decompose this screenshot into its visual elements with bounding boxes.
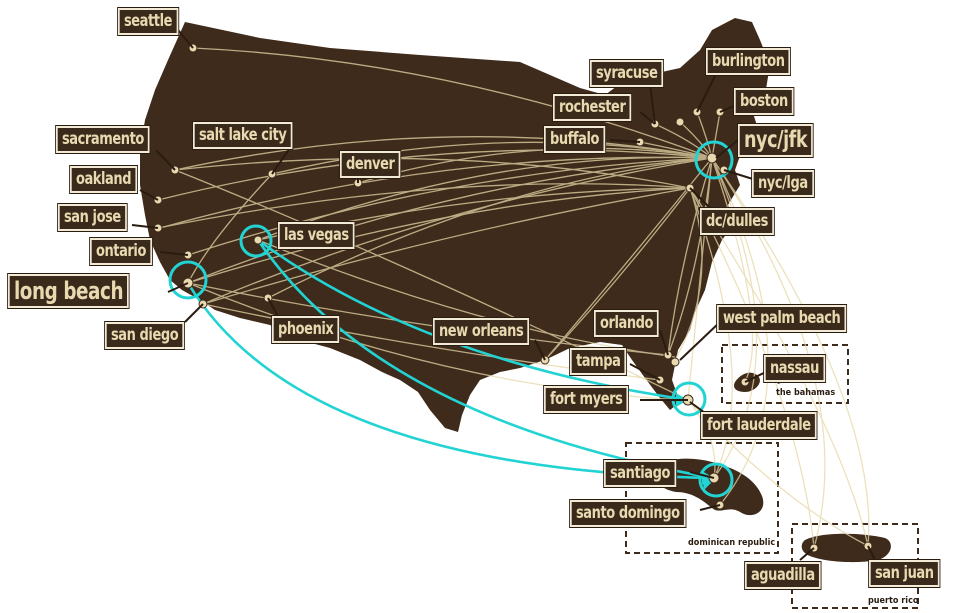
region-label-dominican-republic: dominican republic — [688, 538, 776, 548]
city-label-new-orleans: new orleans — [433, 318, 530, 345]
city-label-salt-lake-city: salt lake city — [193, 122, 293, 149]
city-label-nyc-jfk: nyc/jfk — [738, 124, 814, 157]
region-label-puerto-rico: puerto rico — [868, 596, 919, 606]
dominican-republic-box — [625, 442, 779, 554]
city-label-syracuse: syracuse — [590, 60, 664, 87]
region-label-bahamas: the bahamas — [776, 388, 836, 398]
bahamas-box — [721, 344, 849, 404]
city-label-burlington: burlington — [706, 48, 791, 75]
city-label-phoenix: phoenix — [272, 316, 340, 343]
city-label-nyc-lga: nyc/lga — [752, 170, 814, 197]
city-label-orlando: orlando — [594, 310, 659, 337]
city-label-san-diego: san diego — [105, 322, 185, 349]
city-label-fort-lauderdale: fort lauderdale — [701, 412, 817, 439]
city-label-tampa: tampa — [570, 348, 627, 375]
us-landmass — [140, 18, 770, 432]
puerto-rico-box — [791, 523, 919, 609]
city-label-san-jose: san jose — [58, 204, 127, 231]
city-label-dc-dulles: dc/dulles — [700, 208, 774, 235]
city-label-buffalo: buffalo — [544, 126, 605, 153]
city-label-santo-domingo: santo domingo — [570, 500, 686, 527]
city-label-nassau: nassau — [764, 355, 825, 382]
city-label-aguadilla: aguadilla — [745, 562, 821, 589]
city-label-las-vegas: las vegas — [278, 222, 355, 249]
city-label-seattle: seattle — [118, 8, 178, 35]
city-label-west-palm-beach: west palm beach — [717, 305, 847, 332]
route-las-vegas-santiago — [256, 239, 715, 480]
leader-lines — [131, 29, 876, 561]
city-label-san-juan: san juan — [869, 560, 940, 587]
city-label-fort-myers: fort myers — [544, 386, 629, 413]
city-label-denver: denver — [340, 151, 401, 178]
city-label-boston: boston — [734, 88, 794, 115]
city-label-oakland: oakland — [70, 166, 138, 193]
city-label-rochester: rochester — [553, 94, 632, 121]
city-label-long-beach: long beach — [8, 274, 130, 308]
city-label-ontario: ontario — [90, 238, 152, 265]
city-label-sacramento: sacramento — [56, 126, 150, 153]
city-label-santiago: santiago — [604, 460, 676, 487]
